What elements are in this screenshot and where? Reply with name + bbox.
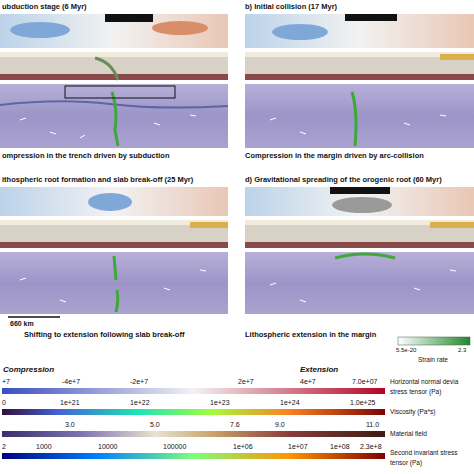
tick-label: 100000 (163, 443, 186, 451)
velocity-panel (0, 84, 228, 148)
panel-title: d) Gravitational spreading of the orogen… (245, 176, 442, 184)
colorbar-heading: Extension (300, 366, 338, 375)
tick-label: 2.3e+8 (360, 443, 382, 451)
tick-label: 5.5e-20 (396, 347, 416, 354)
material-panel (0, 52, 228, 80)
stress-colorbar (2, 388, 385, 394)
material-panel (245, 52, 474, 80)
tick-label: 1e+21 (60, 399, 80, 407)
stress-invariant-colorbar (2, 453, 385, 459)
material-layer (245, 242, 474, 248)
material-layer (440, 54, 474, 60)
material-colorbar (2, 431, 385, 437)
tick-label: 2.3 (458, 347, 466, 354)
tick-label: 1000 (36, 443, 52, 451)
stress-panel (0, 187, 228, 216)
tick-label: 7.6 (230, 421, 240, 429)
tick-label: 9.0 (275, 421, 285, 429)
tick-label: -2e+7 (130, 378, 148, 386)
tick-label: 1e+23 (210, 399, 230, 407)
tick-label: 3.0 (65, 421, 75, 429)
velocity-arrows (20, 270, 206, 302)
velocity-arrows (20, 115, 196, 138)
material-layer (0, 74, 228, 80)
tick-label: 7.0e+07 (352, 378, 378, 386)
scale-bar (8, 316, 60, 318)
panel-caption: Compression in the margin driven by arc-… (245, 152, 424, 160)
material-layer (245, 74, 474, 80)
material-panel (0, 220, 228, 248)
colorbar-title: stress tensor (Pa) (390, 388, 441, 395)
stress-anomaly (332, 197, 392, 213)
velocity-panel (245, 84, 474, 148)
zoom-box (65, 86, 175, 98)
material-panel (245, 220, 474, 248)
slab (112, 92, 118, 146)
stress-anomaly (272, 24, 328, 40)
velocity-arrows (270, 270, 456, 302)
panel-title: b) Initial collision (17 Myr) (245, 3, 337, 11)
tick-label: +7 (2, 378, 10, 386)
stress-anomaly (88, 193, 132, 211)
strain-rate-bar (398, 337, 470, 345)
colorbar-title: Horizontal normal devia (390, 378, 458, 385)
slab (114, 256, 118, 312)
panel-caption: Shifting to extension following slab bre… (24, 331, 184, 339)
panel-title: ubduction stage (6 Myr) (2, 3, 87, 11)
material-layer (0, 52, 228, 57)
colorbar-title: Second invariant stress (390, 449, 458, 456)
stress-anomaly (345, 14, 397, 21)
velocity-panel (0, 252, 228, 314)
material-layer (0, 242, 228, 248)
tick-label: 10000 (98, 443, 117, 451)
tick-label: -4e+7 (62, 378, 80, 386)
colorbar-title: Material field (390, 430, 427, 437)
material-layer (430, 222, 474, 228)
material-layer (245, 52, 474, 57)
colorbar-heading: Compression (3, 366, 54, 375)
colorbar-title: tensor (Pa) (390, 459, 422, 466)
stress-panel (0, 14, 228, 48)
tick-label: 2 (2, 443, 6, 451)
tick-label: 2e+7 (238, 378, 254, 386)
stress-anomaly (330, 187, 390, 194)
slab (352, 92, 356, 146)
tick-label: 1e+22 (130, 399, 150, 407)
tick-label: 1e+07 (288, 443, 308, 451)
slab (335, 254, 395, 258)
stress-anomaly (105, 14, 153, 22)
panel-caption: Lithospheric extension in the margin (245, 331, 376, 339)
stress-panel (245, 14, 474, 48)
material-layer (190, 222, 228, 228)
tick-label: 0 (2, 399, 6, 407)
tick-label: 11.0 (366, 421, 379, 429)
stress-anomaly (152, 21, 208, 35)
velocity-panel (245, 252, 474, 314)
tick-label: 1.0e+25 (350, 399, 376, 407)
panel-title: ithospheric root formation and slab brea… (2, 176, 193, 184)
panel-caption: ompression in the trench driven by subdu… (2, 152, 170, 160)
stress-anomaly (10, 22, 70, 38)
stress-panel (245, 187, 474, 216)
viscosity-colorbar (2, 409, 385, 415)
tick-label: 1e+06 (233, 443, 253, 451)
tick-label: 5.0 (150, 421, 160, 429)
colorbar-title: Strain rate (418, 356, 448, 363)
velocity-arrows (270, 115, 446, 134)
slab (95, 58, 118, 80)
tick-label: 1e+08 (330, 443, 350, 451)
tick-label: 4e+7 (300, 378, 316, 386)
colorbar-title: Viscosity (Pa*s) (390, 408, 435, 415)
scale-label: 660 km (10, 320, 34, 328)
tick-label: 1e+24 (280, 399, 300, 407)
